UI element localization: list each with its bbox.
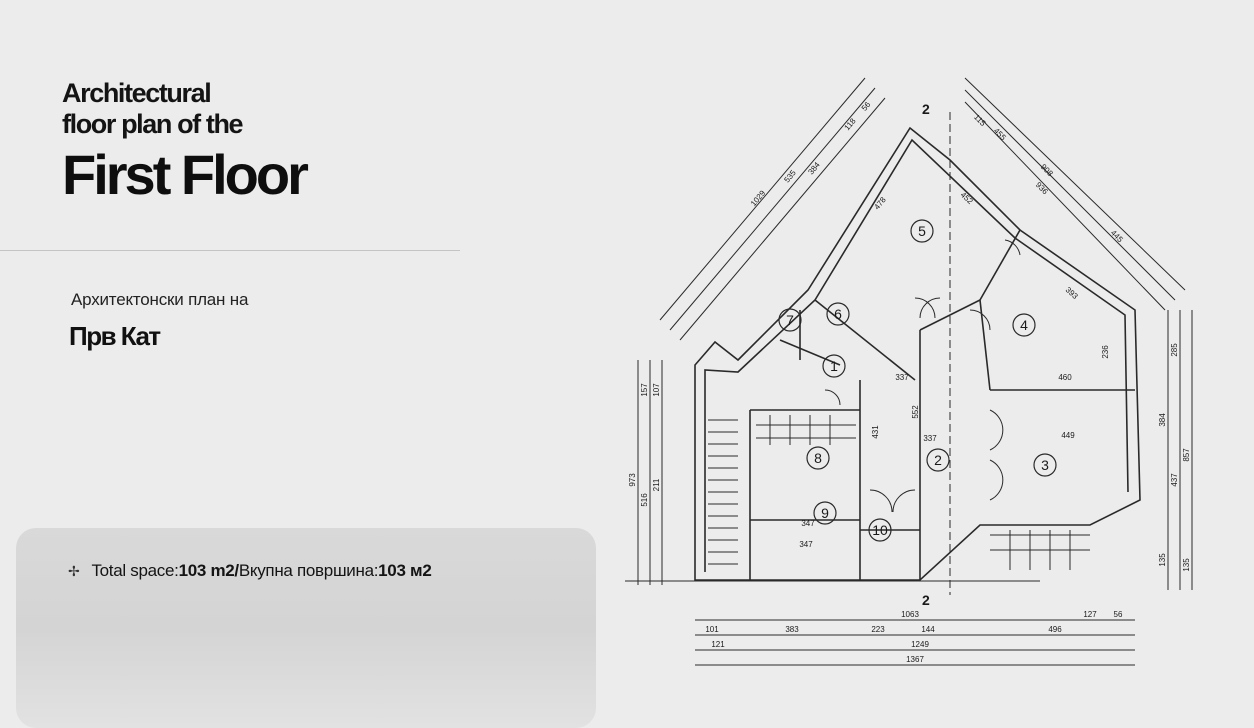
dim-diag-right-115: 115 — [972, 113, 988, 129]
dim-interior-236: 236 — [1101, 345, 1110, 359]
room-label-8: 8 — [814, 450, 822, 466]
dim-diag-left-56: 56 — [860, 100, 873, 113]
title-block: Architectural floor plan of the First Fl… — [62, 78, 309, 207]
dim-interior-337-a: 337 — [895, 373, 909, 382]
dim-bottom-101: 101 — [705, 625, 719, 634]
dim-interior-347-a: 347 — [801, 519, 815, 528]
dim-interior-478: 478 — [872, 195, 888, 211]
total-space-value-mk: 103 м2 — [378, 561, 432, 580]
dim-right-384: 384 — [1158, 413, 1167, 427]
dim-diag-left-118: 118 — [843, 116, 858, 132]
section-mark-top: 2 — [922, 101, 930, 117]
dim-interior-449: 449 — [1061, 431, 1075, 440]
outer-wall — [694, 126, 1141, 581]
dim-bottom-1367: 1367 — [906, 655, 924, 664]
dim-diag-right-936: 936 — [1034, 180, 1050, 196]
dim-left-107: 107 — [652, 383, 661, 397]
dim-right-285: 285 — [1170, 343, 1179, 357]
dim-diag-left-1029: 1029 — [749, 188, 768, 208]
sparkle-icon: ✢ — [68, 562, 80, 579]
title-line-1: Architectural — [62, 78, 212, 108]
room-label-9: 9 — [821, 505, 829, 521]
subtitle: Архитектонски план на — [71, 290, 249, 309]
title-line-2: floor plan of the — [62, 109, 244, 139]
dim-left-973: 973 — [628, 473, 637, 487]
dim-bottom-383: 383 — [785, 625, 799, 634]
divider — [0, 250, 460, 251]
dim-bottom-1249: 1249 — [911, 640, 929, 649]
floor-plan: 1 2 3 4 5 6 7 8 9 10 2 2 1063 127 56 101… — [620, 60, 1210, 685]
dim-diag-left-384: 384 — [806, 160, 822, 176]
room-label-2: 2 — [934, 452, 942, 468]
dim-bottom-496: 496 — [1048, 625, 1062, 634]
total-space-row: ✢ Total space: 103 m2 / Вкупна површина:… — [68, 561, 432, 581]
dim-bottom-1063: 1063 — [901, 610, 919, 619]
dim-bottom-56: 56 — [1114, 610, 1123, 619]
room-label-4: 4 — [1020, 317, 1028, 333]
dim-left-211: 211 — [652, 478, 661, 491]
room-label-1: 1 — [830, 358, 838, 374]
dim-bottom-144: 144 — [921, 625, 935, 634]
floor-plan-drawing: 1 2 3 4 5 6 7 8 9 10 2 2 1063 127 56 101… — [625, 77, 1193, 666]
dim-left-516: 516 — [640, 493, 649, 507]
inner-wall — [704, 138, 1129, 572]
dim-interior-552: 552 — [911, 405, 920, 419]
section-mark-bottom: 2 — [922, 592, 930, 608]
dim-right-135-b: 135 — [1182, 558, 1191, 572]
dim-diag-right-445: 445 — [1109, 228, 1125, 244]
room-label-5: 5 — [918, 223, 926, 239]
dim-bottom-223: 223 — [871, 625, 885, 634]
total-space-label-en: Total space: — [91, 561, 179, 580]
dim-interior-393: 393 — [1064, 285, 1080, 301]
total-space-label-mk: Вкупна површина: — [238, 561, 379, 580]
dim-right-857: 857 — [1182, 448, 1191, 462]
total-space-value-en: 103 m2 — [178, 561, 235, 580]
subtitle-main: Прв Кат — [69, 321, 161, 351]
dim-interior-452: 452 — [959, 190, 975, 206]
dim-bottom-127: 127 — [1083, 610, 1097, 619]
dim-left-157: 157 — [640, 383, 649, 397]
dim-interior-337-b: 337 — [923, 434, 937, 443]
total-space-separator: / — [234, 561, 239, 580]
dim-diag-right-455: 455 — [992, 126, 1008, 142]
info-card — [16, 528, 596, 728]
dim-interior-460: 460 — [1058, 373, 1072, 382]
dim-right-135-a: 135 — [1158, 553, 1167, 567]
page-title: First Floor — [62, 143, 309, 206]
room-label-6: 6 — [834, 306, 842, 322]
room-label-10: 10 — [872, 522, 888, 538]
dim-right-437: 437 — [1170, 473, 1179, 487]
dim-bottom-121: 121 — [711, 640, 725, 649]
room-label-3: 3 — [1041, 457, 1049, 473]
dim-interior-347-b: 347 — [799, 540, 813, 549]
dim-interior-431: 431 — [871, 425, 880, 439]
dim-diag-right-908: 908 — [1039, 162, 1055, 178]
room-label-7: 7 — [786, 312, 794, 328]
